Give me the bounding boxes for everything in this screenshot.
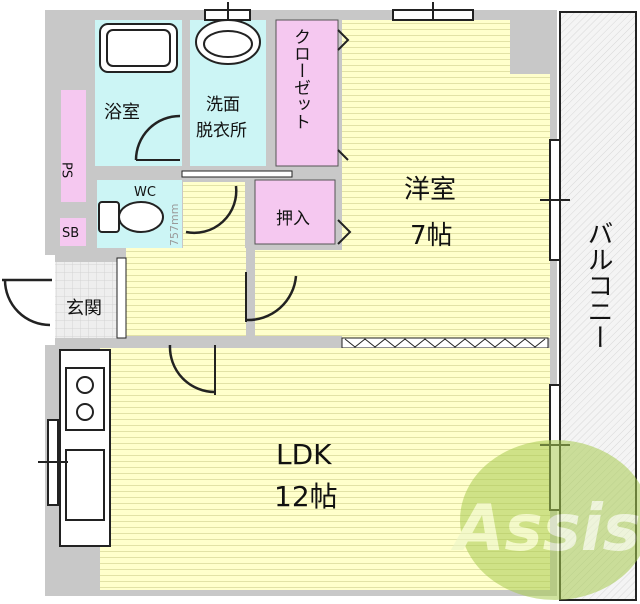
entrance-label: 玄関: [66, 298, 102, 319]
entrance: [55, 262, 117, 338]
ldk-size: 12帖: [274, 480, 338, 513]
oshiire-label: 押入: [276, 209, 310, 229]
kitchen-sink-icon: [65, 449, 105, 521]
closet-label: クローゼット: [290, 28, 310, 130]
toilet-bowl-icon: [118, 201, 164, 233]
assist-logo: Assist: [450, 440, 640, 600]
bath-door-swing: [134, 114, 181, 161]
hallway: [126, 248, 246, 336]
closet: [275, 19, 339, 167]
bathtub-icon: [99, 23, 178, 73]
toilet-tank-icon: [98, 201, 120, 233]
ps-label: PS: [59, 162, 74, 178]
entrance-door-swing: [3, 279, 51, 327]
oshiire: [254, 179, 336, 245]
ldk-name: LDK: [276, 438, 332, 471]
western-room-size: 7帖: [410, 221, 453, 251]
bathroom-label: 浴室: [104, 102, 140, 123]
logo-text: Assist: [450, 492, 640, 566]
western-room-name: 洋室: [404, 175, 456, 205]
wc-label: WC: [134, 185, 156, 200]
balcony-label: バルコニー: [583, 220, 613, 350]
sb-label: SB: [62, 226, 79, 241]
switch-board: [60, 218, 86, 246]
wc-width-annotation: 757mm: [168, 204, 181, 246]
pipe-space: [61, 90, 86, 202]
washroom-label-1: 洗面: [206, 95, 240, 115]
hallway-2: [255, 250, 342, 336]
washroom-label-2: 脱衣所: [196, 121, 247, 141]
